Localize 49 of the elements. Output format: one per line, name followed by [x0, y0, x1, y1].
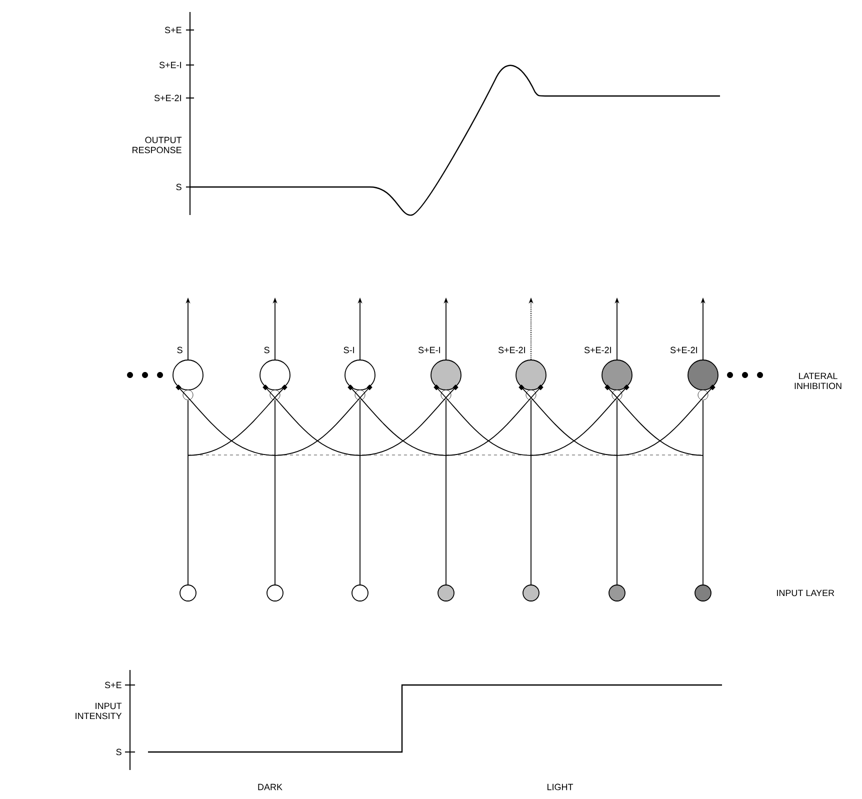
- neuron-circle: [602, 360, 632, 400]
- connection-line: [274, 400, 276, 585]
- input-circle: [180, 584, 196, 602]
- inhibition-arc: [348, 384, 446, 456]
- neuron-circle: [260, 360, 290, 400]
- inhibition-arc: [518, 384, 618, 456]
- neuron-circle: [430, 360, 462, 400]
- connection-line: [530, 400, 532, 585]
- inhibition-arc: [616, 384, 716, 456]
- tick-label: S+E: [164, 26, 182, 34]
- inhibition-arc: [360, 384, 458, 456]
- axis-title: OUTPUT RESPONSE: [132, 136, 182, 154]
- tick-label: S: [116, 748, 122, 756]
- input-circle: [608, 584, 626, 602]
- region-label: LIGHT: [548, 784, 574, 790]
- neuron-label: S+E-2I: [670, 346, 697, 354]
- side-label: LATERAL INHIBITION: [794, 372, 842, 390]
- inhibition-arc: [262, 384, 360, 456]
- connection-line: [616, 400, 618, 585]
- neuron-label: S: [177, 346, 182, 354]
- neuron-circle: [516, 360, 546, 400]
- input-circle: [694, 584, 712, 602]
- neuron-label: S-I: [344, 346, 354, 354]
- input-circle: [438, 584, 454, 602]
- inhibition-arc: [604, 384, 704, 456]
- neuron-label: S+E-2I: [584, 346, 611, 354]
- neuron-label: S+E-I: [418, 346, 440, 354]
- input-circle: [522, 584, 540, 602]
- inhibition-arc: [434, 384, 532, 456]
- neuron-label: S: [264, 346, 270, 354]
- connection-line: [702, 400, 704, 585]
- inhibition-arc: [188, 384, 288, 456]
- side-label: INPUT LAYER: [777, 590, 834, 596]
- region-label: DARK: [258, 784, 282, 790]
- tick-label: S+E-I: [159, 62, 181, 68]
- inhibition-arc: [274, 384, 372, 456]
- neuron-label: S+E-2I: [498, 346, 525, 354]
- inhibition-arc: [446, 384, 544, 456]
- neuron-circle: [172, 360, 204, 400]
- neuron-circle: [688, 360, 718, 400]
- tick-label: S+E-2I: [154, 94, 181, 102]
- input-circle: [352, 584, 368, 602]
- neuron-circle: [344, 360, 376, 400]
- input-circle: [266, 584, 284, 602]
- tick-label: S: [176, 184, 182, 190]
- axis-title: INPUT INTENSITY: [76, 702, 122, 720]
- tick-label: S+E: [104, 682, 122, 688]
- inhibition-arc: [176, 384, 276, 456]
- inhibition-arc: [530, 384, 630, 456]
